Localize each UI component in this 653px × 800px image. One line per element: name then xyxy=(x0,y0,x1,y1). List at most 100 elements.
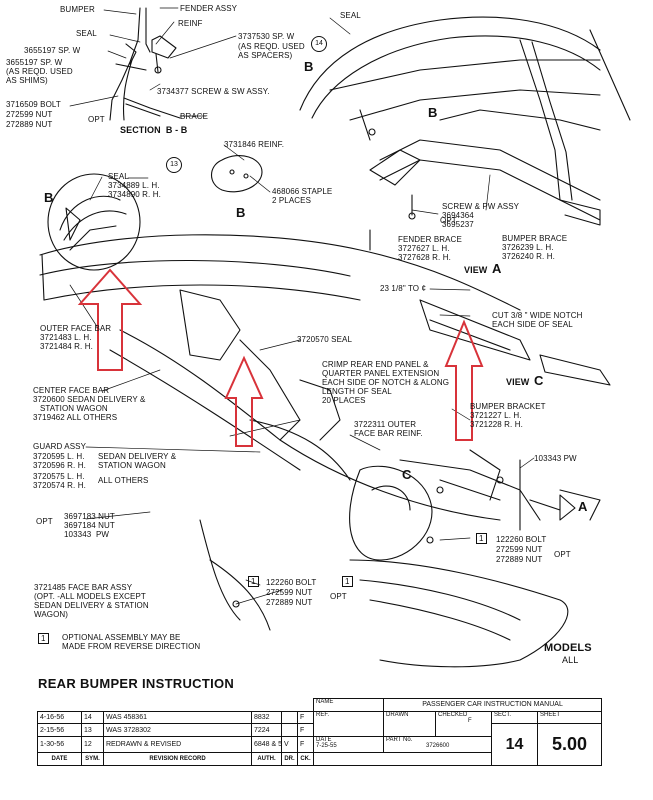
part-no-cell: PART No.3726600 xyxy=(383,735,492,754)
label-dim-23: 23 1/8" TO ¢ xyxy=(380,284,426,293)
rev-date-2: 2-15-56 xyxy=(37,723,82,737)
label-nut-r2: 272889 NUT xyxy=(496,555,543,564)
label-opt-2: OPT xyxy=(440,216,457,225)
label-b-view2: B xyxy=(428,105,438,120)
sheet-title: REAR BUMPER INSTRUCTION xyxy=(38,676,235,691)
reinf-part-13 xyxy=(210,155,263,193)
label-nut-b2: 272889 NUT xyxy=(266,598,313,607)
label-bumper: BUMPER xyxy=(60,5,95,14)
ref-label: REF. xyxy=(313,710,384,737)
label-screw-sw-3734377: 3734377 SCREW & SW ASSY. xyxy=(157,87,270,96)
rev-ck-3: F xyxy=(297,735,314,754)
hdr-date: DATE xyxy=(37,752,82,766)
rear-bumper-body xyxy=(39,234,611,668)
label-cut-notch: CUT 3/8 " WIDE NOTCH EACH SIDE OF SEAL xyxy=(492,311,583,329)
label-all: ALL xyxy=(562,655,579,665)
rev-ck-1: F xyxy=(297,710,314,725)
sect-label: SECT. xyxy=(491,710,538,725)
label-view-c: VIEW xyxy=(506,377,530,387)
label-reinf-3731846: 3731846 REINF. xyxy=(224,140,285,149)
label-opt-b: OPT xyxy=(330,592,347,601)
label-c: C xyxy=(402,467,412,482)
label-view-a: VIEW xyxy=(464,265,488,275)
label-screw-pw-assy: SCREW & PW ASSY 3694364 3695237 xyxy=(442,202,520,229)
label-b-mid: B xyxy=(236,205,246,220)
box-1-note: 1 xyxy=(38,633,49,644)
label-staple-468066: 468066 STAPLE 2 PLACES xyxy=(272,187,333,205)
sheet-value: 5.00 xyxy=(536,723,603,766)
label-b-view: B xyxy=(304,59,314,74)
label-guard-assy: GUARD ASSY xyxy=(33,442,87,451)
sheet-label: SHEET xyxy=(536,710,603,725)
hdr-dr: DR. xyxy=(281,752,298,766)
label-optional-note: OPTIONAL ASSEMBLY MAY BE MADE FROM REVER… xyxy=(62,633,201,651)
circle-14: 14 xyxy=(311,36,327,52)
label-sp-w-3655197a: 3655197 SP. W xyxy=(24,46,81,55)
date-label: DATE xyxy=(316,736,332,743)
label-a: A xyxy=(578,499,588,514)
section-bb-drawing xyxy=(109,7,181,121)
rev-date-3: 1-30-56 xyxy=(37,735,82,754)
rev-record-3: REDRAWN & REVISED xyxy=(103,735,252,754)
rev-dr-1 xyxy=(281,710,298,725)
label-bolt-3716509: 3716509 BOLT xyxy=(6,100,61,109)
hdr-ck: CK. xyxy=(297,752,314,766)
name-value: PASSENGER CAR INSTRUCTION MANUAL xyxy=(382,698,603,712)
label-opt-1: OPT xyxy=(88,115,105,124)
label-nut-272889: 272889 NUT xyxy=(6,120,53,129)
label-guard-2: 3720575 L. H. 3720574 R. H. xyxy=(33,472,86,490)
label-fender-brace: FENDER BRACE 3727627 L. H. 3727628 R. H. xyxy=(398,235,462,262)
view-a-drawing xyxy=(299,16,631,251)
date-value: 7-25-55 xyxy=(316,742,337,749)
label-bumper-bracket: BUMPER BRACKET 3721227 L. H. 3721228 R. … xyxy=(470,402,546,429)
label-bolt-122260-b: 122260 BOLT xyxy=(266,578,317,587)
title-block: NAME PASSENGER CAR INSTRUCTION MANUAL 4-… xyxy=(37,698,603,766)
label-b-left: B xyxy=(44,190,54,205)
leader-lines xyxy=(69,7,535,605)
rev-auth-2: 7224 xyxy=(251,723,282,737)
label-guard-1: 3720595 L. H. 3720596 R. H. xyxy=(33,452,86,470)
hdr-record: REVISION RECORD xyxy=(103,752,252,766)
label-outer-face-bar: OUTER FACE BAR 3721483 L. H. 3721484 R. … xyxy=(40,324,112,351)
rev-sym-2: 13 xyxy=(81,723,104,737)
rev-auth-3: 6848 & 5805 xyxy=(251,735,282,754)
label-crimp-note: CRIMP REAR END PANEL & QUARTER PANEL EXT… xyxy=(322,360,450,405)
detail-b-circle xyxy=(47,173,141,271)
name-label: NAME xyxy=(313,698,384,712)
label-guard-sedan: SEDAN DELIVERY & STATION WAGON xyxy=(98,452,177,470)
label-sp-w-3737530: 3737530 SP. W xyxy=(238,32,295,41)
footer-spacer xyxy=(313,752,492,766)
label-view-a-letter: A xyxy=(492,261,502,276)
box-1-right: 1 xyxy=(476,533,487,544)
label-seal-13: SEAL 3734889 L. H. 3734890 R. H. xyxy=(108,172,161,199)
label-guard-others: ALL OTHERS xyxy=(98,476,149,485)
circle-13: 13 xyxy=(166,157,182,173)
label-opt-left: OPT xyxy=(36,517,53,526)
rev-dr-2 xyxy=(281,723,298,737)
rev-ck-2: F xyxy=(297,723,314,737)
checked-value: F xyxy=(468,717,472,724)
label-center-face-bar: CENTER FACE BAR 3720600 SEDAN DELIVERY &… xyxy=(33,386,146,422)
drawn-label: DRAWN xyxy=(383,710,436,737)
rev-auth-1: 8832 xyxy=(251,710,282,725)
label-nut-272599: 272599 NUT xyxy=(6,110,53,119)
rev-sym-3: 12 xyxy=(81,735,104,754)
label-bumper-brace: BUMPER BRACE 3726239 L. H. 3726240 R. H. xyxy=(502,234,568,261)
label-models: MODELS xyxy=(544,642,592,654)
label-opt-nuts: 3697183 NUT 3697184 NUT 103343 PW xyxy=(64,512,115,539)
sect-value: 14 xyxy=(491,723,538,766)
label-face-bar-assy: 3721485 FACE BAR ASSY (OPT. -ALL MODELS … xyxy=(34,583,149,619)
label-fender-assy: FENDER ASSY xyxy=(180,4,238,13)
checked-label: CHECKED xyxy=(438,711,468,718)
rev-sym-1: 14 xyxy=(81,710,104,725)
label-brace: BRACE xyxy=(180,112,209,121)
label-as-reqd-shims: (AS REQD. USED AS SHIMS) xyxy=(6,67,73,85)
box-1-bottom: 1 xyxy=(248,576,259,587)
label-section-bb: SECTION B - B xyxy=(120,125,188,135)
label-seal-3720570: 3720570 SEAL xyxy=(297,335,353,344)
label-pw-103343-r: 103343 PW xyxy=(534,454,577,463)
